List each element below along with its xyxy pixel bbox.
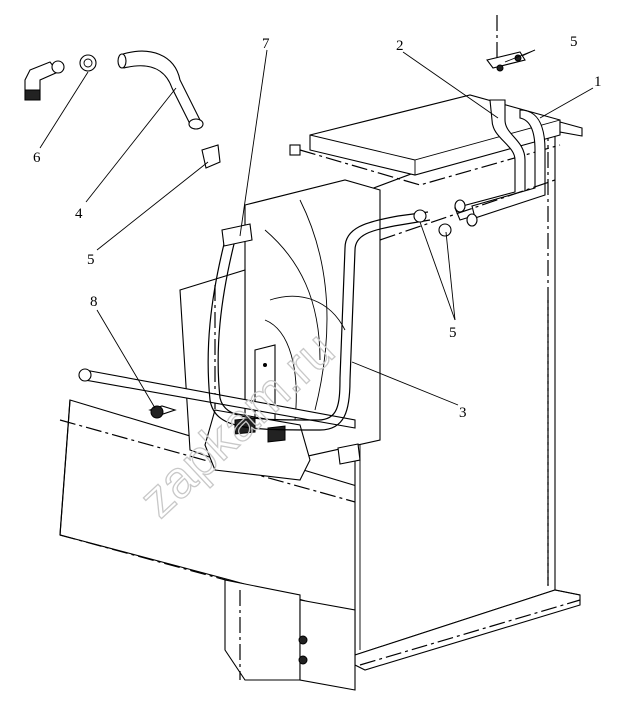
lower-mount bbox=[204, 409, 356, 691]
callout-7: 7 bbox=[262, 36, 270, 52]
callout-labels: 1 2 3 4 5 5 5 6 7 8 bbox=[33, 34, 602, 421]
radiator-body bbox=[354, 119, 581, 671]
clamp-5-right bbox=[413, 209, 452, 237]
callout-5-top: 5 bbox=[570, 34, 578, 50]
hose-3 bbox=[207, 211, 431, 431]
clamp-7 bbox=[221, 223, 361, 465]
fitting-6 bbox=[24, 54, 97, 101]
construction-lines bbox=[379, 15, 556, 590]
hose-1-2 bbox=[454, 99, 546, 227]
callout-5-left: 5 bbox=[87, 252, 95, 268]
bolt-8 bbox=[148, 405, 177, 419]
callout-2: 2 bbox=[396, 38, 404, 54]
callout-6: 6 bbox=[33, 150, 41, 166]
callout-8: 8 bbox=[90, 294, 98, 310]
leader-lines bbox=[39, 49, 594, 409]
callout-5-right: 5 bbox=[449, 325, 457, 341]
clamp-5-left bbox=[201, 144, 221, 169]
hose-4 bbox=[117, 50, 204, 130]
callout-4: 4 bbox=[75, 206, 83, 222]
callout-1: 1 bbox=[594, 74, 602, 90]
callout-3: 3 bbox=[459, 405, 467, 421]
